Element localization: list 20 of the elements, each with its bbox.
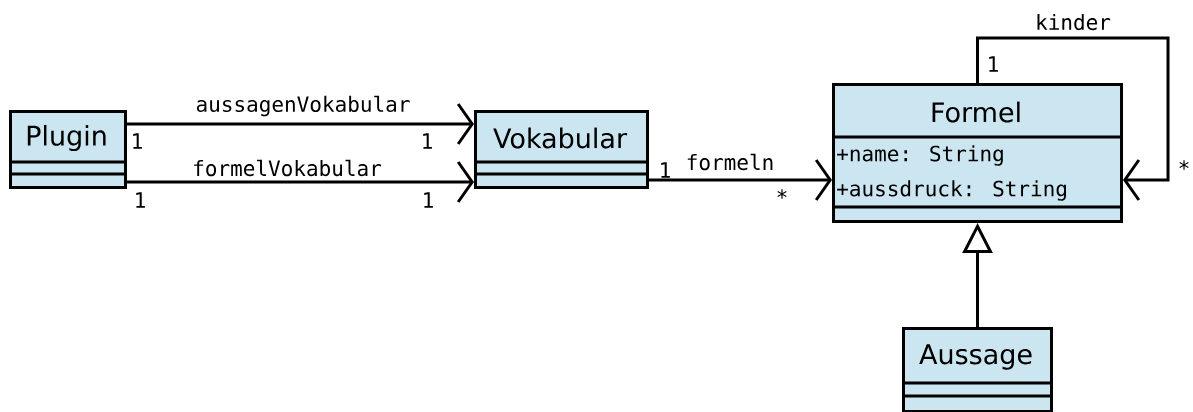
- multiplicity-label: *: [777, 189, 787, 199]
- multiplicity-label: 1: [136, 192, 145, 208]
- association-arrow: [976, 36, 1170, 201]
- class-box: Formel +name: String +aussdruck: String: [832, 83, 1123, 223]
- class-box: Aussage: [902, 327, 1053, 412]
- multiplicity-label: 1: [661, 162, 670, 178]
- multiplicity-label: *: [1179, 160, 1189, 170]
- multiplicity-label: 1: [989, 56, 998, 72]
- edge-label: formelVokabular: [191, 158, 383, 178]
- association-arrow: [127, 103, 474, 145]
- edge-label: aussagenVokabular: [194, 94, 412, 118]
- multiplicity-label: 1: [424, 192, 433, 208]
- edge-label: kinder: [1034, 12, 1112, 32]
- edge-label: formeln: [684, 152, 776, 172]
- class-box: Vokabular: [474, 110, 649, 189]
- association-arrow: [649, 159, 832, 201]
- class-box: Plugin: [9, 110, 127, 189]
- multiplicity-label: 1: [423, 133, 432, 149]
- multiplicity-label: 1: [133, 133, 142, 149]
- association-arrow: [127, 161, 474, 203]
